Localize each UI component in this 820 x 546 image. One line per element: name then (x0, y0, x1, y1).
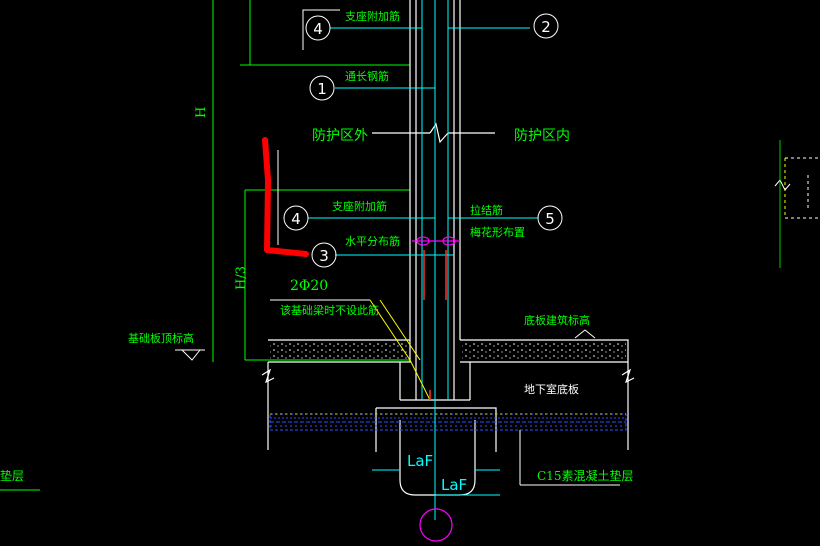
label-beam-note: 该基础梁时不设此筋 (280, 303, 379, 317)
callout-4-top: 4 (305, 15, 331, 41)
callout-number: 5 (545, 210, 555, 228)
callout-number: 4 (291, 210, 301, 228)
label-foundation-top: 基础板顶标高 (128, 331, 194, 345)
label-bars: 2Φ20 (290, 278, 328, 294)
red-markup (262, 137, 309, 257)
callout-4-mid: 4 (283, 205, 309, 231)
label-basement-floor: 地下室底板 (524, 382, 579, 396)
leader-lines (175, 9, 620, 486)
label-tie-bar: 拉结筋 (470, 203, 503, 217)
callout-number: 3 (319, 247, 329, 265)
label-support-bar-top: 支座附加筋 (345, 9, 400, 23)
callout-3: 3 (311, 242, 337, 268)
rebar-lines (308, 0, 538, 520)
callout-1: 1 (309, 75, 335, 101)
callout-number: 2 (541, 18, 551, 36)
wall-section (372, 0, 495, 400)
label-outside: 防护区外 (312, 128, 368, 144)
tie-symbol (412, 236, 460, 542)
callout-number: 1 (317, 80, 327, 98)
right-detail (774, 140, 820, 268)
label-left-edge: 垫层 (0, 468, 24, 483)
callout-number: 4 (313, 20, 323, 38)
label-through-bar: 通长钢筋 (345, 69, 389, 83)
dim-laf-2: LaF (441, 476, 467, 494)
label-horizontal-bar: 水平分布筋 (345, 234, 400, 248)
label-cushion: C15素混凝土垫层 (537, 468, 633, 483)
label-inside: 防护区内 (514, 128, 570, 144)
dim-H: H (194, 107, 209, 118)
label-support-bar-mid: 支座附加筋 (332, 199, 387, 213)
cushion-layer (269, 413, 627, 431)
callout-5: 5 (537, 205, 563, 231)
diagonal-bars (369, 299, 431, 401)
dim-H3: H/3 (234, 266, 249, 290)
red-bars (423, 250, 447, 400)
label-floor-level: 底板建筑标高 (524, 313, 590, 327)
dim-laf-1: LaF (407, 452, 433, 470)
label-tie-note: 梅花形布置 (470, 225, 525, 239)
callout-2: 2 (533, 13, 559, 39)
